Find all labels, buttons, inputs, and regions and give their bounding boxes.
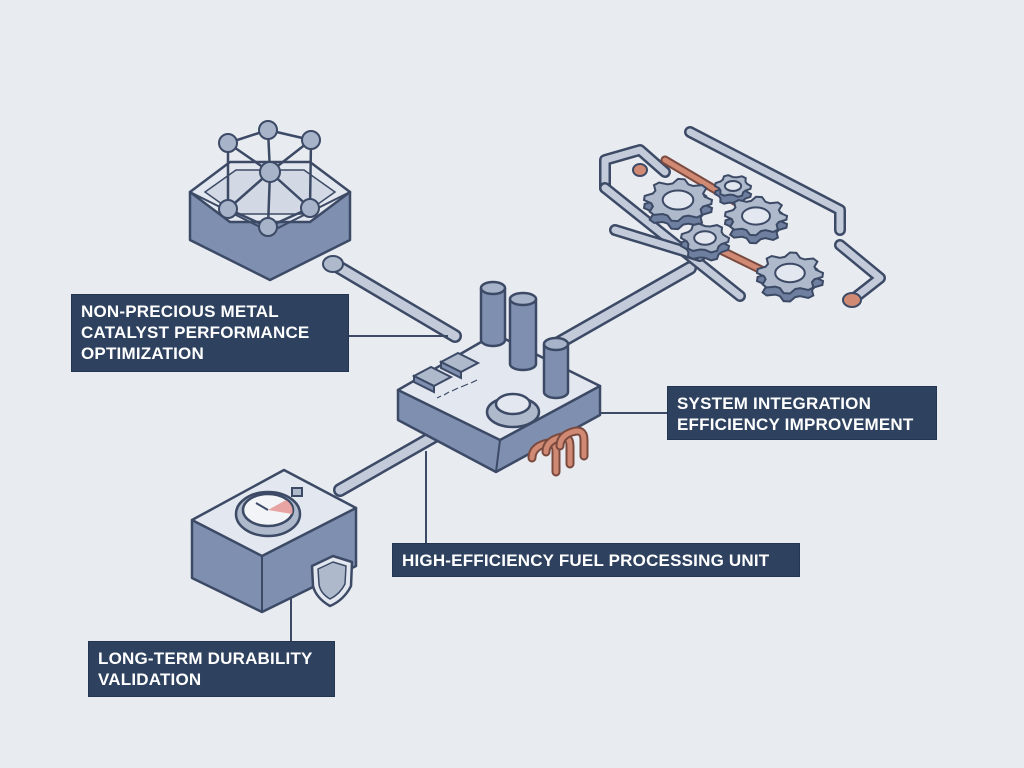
callout-system-integration: SYSTEM INTEGRATION EFFICIENCY IMPROVEMEN… (667, 386, 937, 440)
callout-durability-validation: LONG-TERM DURABILITY VALIDATION (88, 641, 335, 697)
gear-icon (723, 195, 789, 245)
unit-chimneys (479, 280, 570, 400)
gauge-icon (234, 487, 303, 538)
callout-catalyst-line-2: CATALYST PERFORMANCE (81, 323, 310, 342)
gear-icon (713, 174, 753, 206)
shield-icon (310, 554, 354, 608)
fuel-processing-unit (396, 280, 602, 477)
callout-integration-line-2: EFFICIENCY IMPROVEMENT (677, 415, 914, 434)
gear-group (642, 174, 825, 303)
callout-durability-line-1: LONG-TERM DURABILITY (98, 649, 313, 668)
unit-markings (436, 379, 478, 399)
leader-lines (290, 335, 667, 641)
control-knob-icon (485, 392, 541, 429)
pipe-to-catalyst (322, 255, 462, 343)
callout-catalyst-line-1: NON-PRECIOUS METAL (81, 302, 279, 321)
pipe-to-durability (333, 426, 447, 497)
control-buttons (411, 351, 481, 394)
callout-durability-line-2: VALIDATION (98, 670, 202, 689)
gear-icon (755, 251, 825, 303)
gear-icon (642, 177, 714, 231)
copper-tubes (527, 426, 589, 477)
callout-fuel-processing-unit: HIGH-EFFICIENCY FUEL PROCESSING UNIT (392, 543, 800, 577)
callout-integration-line-1: SYSTEM INTEGRATION (677, 394, 872, 413)
gear-icon (679, 222, 731, 262)
callout-catalyst-performance: NON-PRECIOUS METAL CATALYST PERFORMANCE … (71, 294, 349, 372)
callout-fuel-line-1: HIGH-EFFICIENCY FUEL PROCESSING UNIT (402, 551, 770, 570)
pipe-to-integration (548, 261, 697, 352)
callout-catalyst-line-3: OPTIMIZATION (81, 344, 204, 363)
molecular-lattice-icon (218, 120, 321, 237)
